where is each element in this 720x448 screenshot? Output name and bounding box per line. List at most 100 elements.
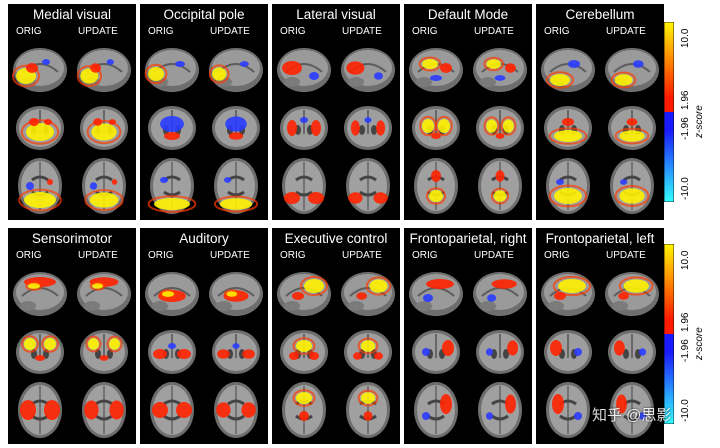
brain-slice-ax — [82, 158, 126, 214]
activation-blob — [574, 348, 582, 356]
activation-blob — [364, 117, 372, 123]
brain-slice-cor — [608, 330, 656, 374]
activation-blob — [374, 352, 383, 360]
activation-blob — [162, 291, 174, 297]
activation-blob — [26, 182, 34, 190]
brain-slice-sag — [13, 272, 67, 316]
activation-blob — [554, 188, 582, 204]
brain-slice-cor — [412, 330, 460, 374]
activation-blob — [241, 402, 256, 418]
activation-blob — [363, 411, 373, 421]
network-title: Medial visual — [32, 7, 112, 22]
brain-slice-sag — [341, 48, 395, 92]
activation-blob — [422, 119, 434, 133]
activation-blob — [284, 192, 300, 204]
brain-slice-ax — [147, 158, 197, 214]
colorbar-bottom-gradient — [663, 243, 675, 425]
activation-blob — [89, 182, 98, 190]
activation-blob — [164, 132, 180, 140]
activation-blob — [552, 394, 564, 414]
brain-slice-ax — [478, 382, 522, 438]
activation-blob — [429, 190, 443, 202]
network-title: Lateral visual — [296, 7, 376, 22]
brain-slice-cor — [280, 330, 328, 374]
column-label-orig: ORIG — [148, 26, 174, 37]
activation-blob — [84, 400, 99, 420]
cbar-top-axis-label: z-score — [694, 105, 705, 138]
network-title: Frontoparietal, left — [545, 231, 655, 246]
brain-slice-ax — [546, 158, 590, 214]
activation-blob — [353, 352, 362, 360]
activation-blob — [369, 279, 388, 293]
activation-blob — [26, 123, 54, 141]
brain-slice-ax — [282, 382, 326, 438]
column-label-update: UPDATE — [210, 26, 250, 37]
activation-blob — [152, 402, 168, 418]
network-title: Executive control — [284, 231, 388, 246]
brain-slices — [409, 48, 527, 214]
activation-blob — [430, 75, 442, 81]
brain-slices — [13, 272, 131, 438]
activation-blob — [486, 119, 497, 133]
activation-blob — [632, 60, 644, 68]
brain-slices — [145, 272, 263, 438]
activation-blob — [219, 198, 253, 210]
activation-blob — [91, 123, 117, 141]
activation-blob — [360, 340, 376, 352]
activation-blob — [99, 355, 109, 361]
network-title: Sensorimotor — [31, 231, 113, 246]
brain-slice-cor — [412, 106, 460, 150]
brain-slice-ax — [214, 382, 258, 438]
activation-blob — [35, 355, 45, 361]
activation-blob — [109, 400, 124, 420]
activation-blob — [282, 61, 302, 75]
activation-blob — [423, 294, 433, 302]
brain-slice-cor — [344, 330, 392, 374]
activation-blob — [148, 67, 164, 81]
brain-slice-sag — [409, 272, 463, 316]
activation-blob — [47, 179, 53, 185]
brain-slice-sag — [76, 48, 131, 92]
cbar-bottom-tick-min: -10.0 — [680, 399, 691, 422]
brain-slice-cor — [344, 106, 392, 150]
activation-blob — [554, 292, 566, 300]
activation-blob — [562, 118, 574, 126]
column-label-update: UPDATE — [606, 26, 646, 37]
brain-slice-sag — [605, 48, 659, 92]
cbar-top-tick-max: 10.0 — [680, 28, 691, 48]
brain-slices — [541, 48, 659, 214]
activation-blob — [89, 192, 119, 208]
network-title: Auditory — [179, 231, 229, 246]
activation-blob — [308, 192, 324, 204]
column-label-update: UPDATE — [342, 26, 382, 37]
activation-blob — [507, 340, 518, 356]
activation-blob — [620, 179, 628, 185]
brain-slice-cor — [544, 330, 592, 374]
activation-blob — [26, 63, 38, 73]
brain-slice-sag — [145, 272, 199, 316]
activation-blob — [494, 75, 506, 81]
activation-blob — [153, 349, 167, 359]
brain-slice-ax — [546, 382, 590, 438]
brain-slice-sag — [409, 48, 463, 92]
activation-blob — [28, 283, 40, 289]
activation-blob — [168, 343, 176, 349]
brain-slice-cor — [148, 330, 196, 374]
activation-blob — [224, 177, 232, 183]
activation-blob — [239, 61, 249, 67]
activation-blob — [623, 279, 649, 293]
activation-blob — [228, 132, 244, 140]
activation-blob — [491, 279, 517, 289]
column-label-update: UPDATE — [474, 250, 514, 261]
activation-blob — [485, 412, 494, 420]
activation-blob — [618, 292, 629, 300]
activation-blob — [426, 279, 454, 289]
activation-blob — [619, 130, 645, 142]
activation-blob — [554, 130, 582, 142]
column-label-orig: ORIG — [280, 250, 306, 261]
cbar-top-tick-min: -10.0 — [680, 177, 691, 200]
